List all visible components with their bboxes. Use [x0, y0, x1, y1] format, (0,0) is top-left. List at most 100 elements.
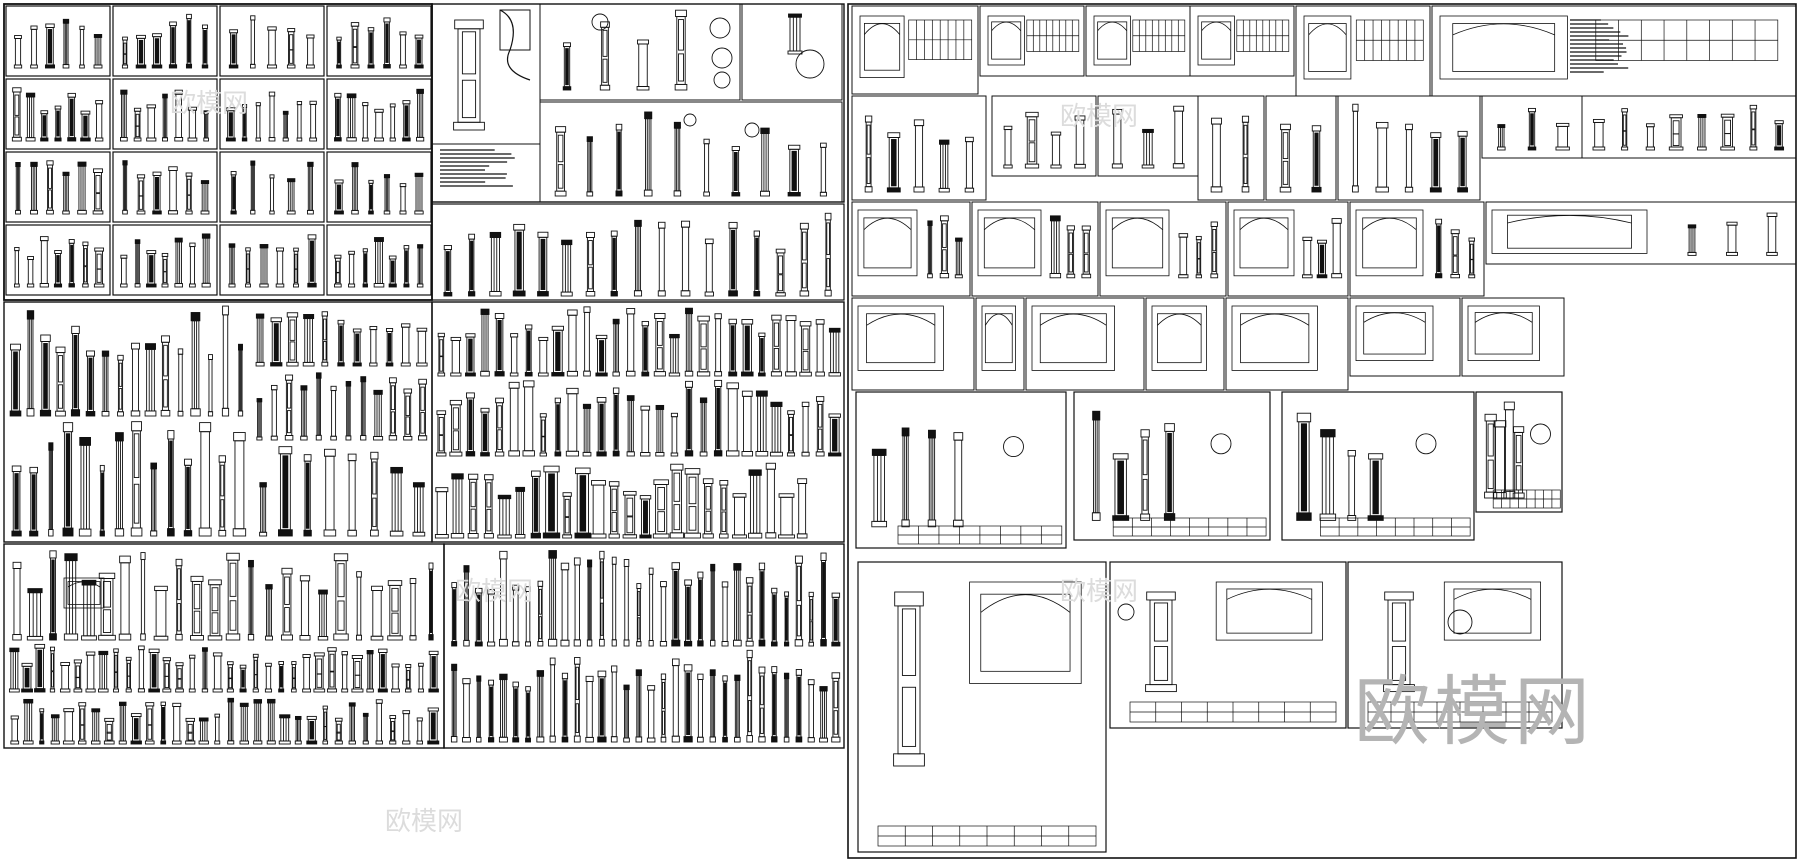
column-drawing: [416, 244, 424, 288]
column-drawing: [226, 661, 234, 693]
column-panel: [809, 621, 813, 641]
column-base: [499, 638, 508, 647]
column-fill: [744, 325, 750, 371]
column-drawing: [721, 581, 729, 647]
column-drawing: [1687, 224, 1697, 256]
column-base: [927, 273, 933, 279]
column-fill: [151, 654, 157, 688]
column-drawing: [542, 465, 561, 539]
sheet-frame: [219, 78, 325, 150]
column-capital: [489, 231, 502, 238]
column-drawing: [758, 332, 766, 377]
column-base: [22, 740, 34, 745]
column-base: [728, 371, 738, 377]
column-drawing: [1049, 215, 1062, 279]
column-panel: [287, 410, 292, 434]
column-drawing: [1302, 236, 1313, 279]
column-base: [388, 283, 397, 288]
column-base: [59, 688, 71, 693]
column-drawing: [162, 93, 168, 142]
column-capital: [239, 702, 249, 707]
column-base: [375, 740, 383, 745]
column-base: [1210, 273, 1219, 279]
column-panel: [600, 561, 604, 599]
column-drawing: [53, 250, 63, 288]
sheet-frame: [112, 78, 218, 150]
column-drawing: [728, 318, 738, 377]
column-fill: [43, 343, 48, 409]
column-base: [370, 529, 379, 537]
column-base: [1668, 146, 1684, 151]
column-drawing: [499, 550, 508, 647]
column-drawing: [146, 250, 157, 288]
column-base: [207, 411, 214, 417]
column-drawing: [370, 451, 379, 537]
column-panel: [329, 653, 335, 672]
column-base: [748, 532, 763, 539]
column-base: [819, 191, 827, 197]
column-drawing: [26, 310, 35, 417]
column-drawing: [360, 376, 367, 441]
column-drawing: [585, 675, 594, 743]
column-base: [253, 740, 263, 745]
elevation-outline: [987, 15, 1025, 66]
column-panel: [390, 721, 395, 733]
column-drawing: [964, 136, 975, 193]
column-drawing: [699, 397, 708, 457]
column-base: [758, 736, 766, 743]
column-fill: [730, 325, 735, 371]
column-drawing: [653, 313, 666, 377]
column-drawing: [294, 715, 302, 745]
column-panel: [80, 708, 85, 726]
column-drawing: [167, 166, 179, 215]
column-drawing: [1503, 401, 1516, 499]
column-capital: [644, 111, 653, 120]
column-fill: [579, 475, 587, 532]
column-panel: [1622, 130, 1627, 146]
column-base: [198, 740, 209, 745]
column-drawing: [91, 708, 101, 745]
column-panel: [575, 703, 579, 733]
column-panel: [57, 355, 64, 383]
column-base: [29, 530, 39, 537]
column-base: [351, 209, 359, 215]
column-panel: [802, 328, 809, 351]
column-panel: [1751, 111, 1756, 130]
column-drawing: [487, 679, 495, 743]
column-drawing: [237, 343, 244, 417]
column-drawing: [463, 565, 470, 647]
column-panel: [127, 675, 131, 689]
column-drawing: [1435, 218, 1443, 279]
column-panel: [289, 319, 296, 341]
column-capital: [451, 473, 464, 480]
column-base: [539, 452, 547, 457]
column-drawing: [562, 492, 573, 539]
column-drawing: [1527, 107, 1537, 151]
column-drawing: [927, 220, 933, 279]
column-drawing: [450, 336, 462, 377]
column-base: [256, 436, 263, 441]
column-panel: [51, 671, 54, 688]
column-fill: [56, 110, 60, 137]
column-base: [494, 451, 505, 457]
column-fill: [430, 712, 436, 740]
elevation-outline: [977, 209, 1042, 277]
column-drawing: [623, 559, 630, 647]
column-drawing: [34, 643, 46, 693]
column-capital: [307, 161, 314, 167]
column-fill: [1433, 138, 1439, 187]
column-drawing: [278, 661, 285, 693]
column-base: [745, 640, 754, 647]
column-drawing: [784, 591, 790, 647]
column-base: [241, 137, 248, 142]
column-base: [525, 641, 532, 647]
column-drawing: [352, 328, 362, 367]
column-drawing: [1145, 591, 1177, 693]
column-base: [140, 633, 146, 641]
column-panel: [538, 616, 542, 640]
column-base: [26, 408, 35, 417]
column-base: [465, 372, 476, 377]
column-panel: [486, 482, 492, 508]
column-drawing: [808, 591, 814, 647]
column-panel: [721, 487, 727, 511]
